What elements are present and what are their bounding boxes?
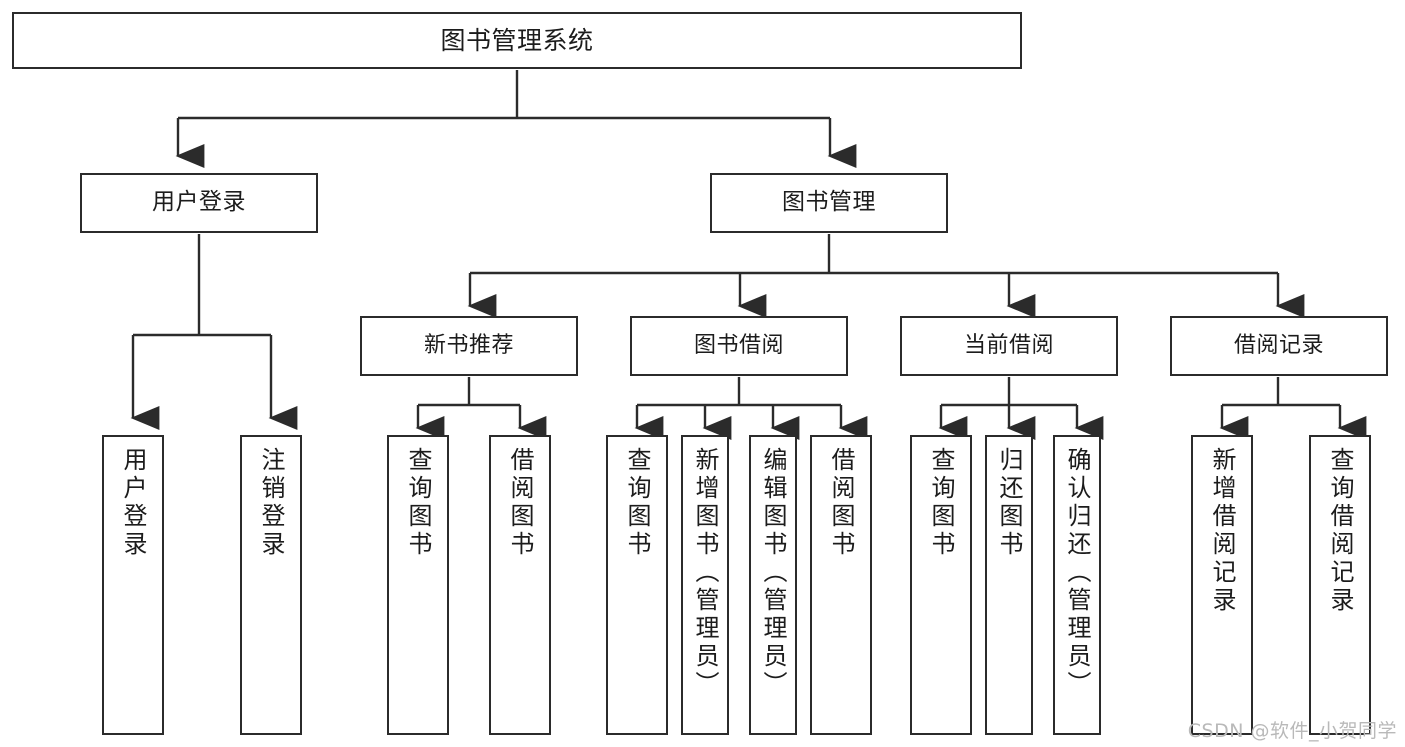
leaf-newbook-borrow-label: 借阅图书 [506,447,534,559]
node-book-management[interactable]: 图书管理 [710,173,948,233]
leaf-bookborrow-add[interactable]: 新增图书（管理员） [681,435,729,735]
leaf-borrowrecord-query[interactable]: 查询借阅记录 [1309,435,1371,735]
node-current-borrow[interactable]: 当前借阅 [900,316,1118,376]
leaf-bookborrow-add-label: 新增图书（管理员） [691,447,719,699]
leaf-currentborrow-query-label: 查询图书 [927,447,955,559]
leaf-user-login-do[interactable]: 用户登录 [102,435,164,735]
leaf-newbook-query[interactable]: 查询图书 [387,435,449,735]
node-user-login[interactable]: 用户登录 [80,173,318,233]
leaf-bookborrow-edit-label: 编辑图书（管理员） [759,447,787,699]
node-book-management-label: 图书管理 [782,189,876,216]
leaf-bookborrow-borrow-label: 借阅图书 [827,447,855,559]
node-root-label: 图书管理系统 [440,25,594,55]
leaf-newbook-borrow[interactable]: 借阅图书 [489,435,551,735]
node-user-login-label: 用户登录 [152,189,246,216]
node-book-borrow-label: 图书借阅 [693,333,784,359]
leaf-borrowrecord-add[interactable]: 新增借阅记录 [1191,435,1253,735]
leaf-currentborrow-confirm[interactable]: 确认归还（管理员） [1053,435,1101,735]
node-borrow-record[interactable]: 借阅记录 [1170,316,1388,376]
node-new-book-recommend-label: 新书推荐 [423,333,514,359]
node-borrow-record-label: 借阅记录 [1233,333,1324,359]
node-new-book-recommend[interactable]: 新书推荐 [360,316,578,376]
leaf-user-logout-label: 注销登录 [257,447,285,559]
leaf-user-login-do-label: 用户登录 [119,447,147,559]
leaf-currentborrow-query[interactable]: 查询图书 [910,435,972,735]
leaf-bookborrow-borrow[interactable]: 借阅图书 [810,435,872,735]
node-root[interactable]: 图书管理系统 [12,12,1022,69]
leaf-newbook-query-label: 查询图书 [404,447,432,559]
node-current-borrow-label: 当前借阅 [963,333,1054,359]
leaf-bookborrow-query[interactable]: 查询图书 [606,435,668,735]
node-book-borrow[interactable]: 图书借阅 [630,316,848,376]
leaf-user-logout[interactable]: 注销登录 [240,435,302,735]
leaf-bookborrow-edit[interactable]: 编辑图书（管理员） [749,435,797,735]
leaf-borrowrecord-add-label: 新增借阅记录 [1208,447,1236,615]
leaf-bookborrow-query-label: 查询图书 [623,447,651,559]
leaf-currentborrow-return-label: 归还图书 [995,447,1023,559]
watermark: CSDN @软件_小贺同学 [1187,720,1397,742]
leaf-currentborrow-return[interactable]: 归还图书 [985,435,1033,735]
leaf-borrowrecord-query-label: 查询借阅记录 [1326,447,1354,615]
leaf-currentborrow-confirm-label: 确认归还（管理员） [1063,447,1091,699]
